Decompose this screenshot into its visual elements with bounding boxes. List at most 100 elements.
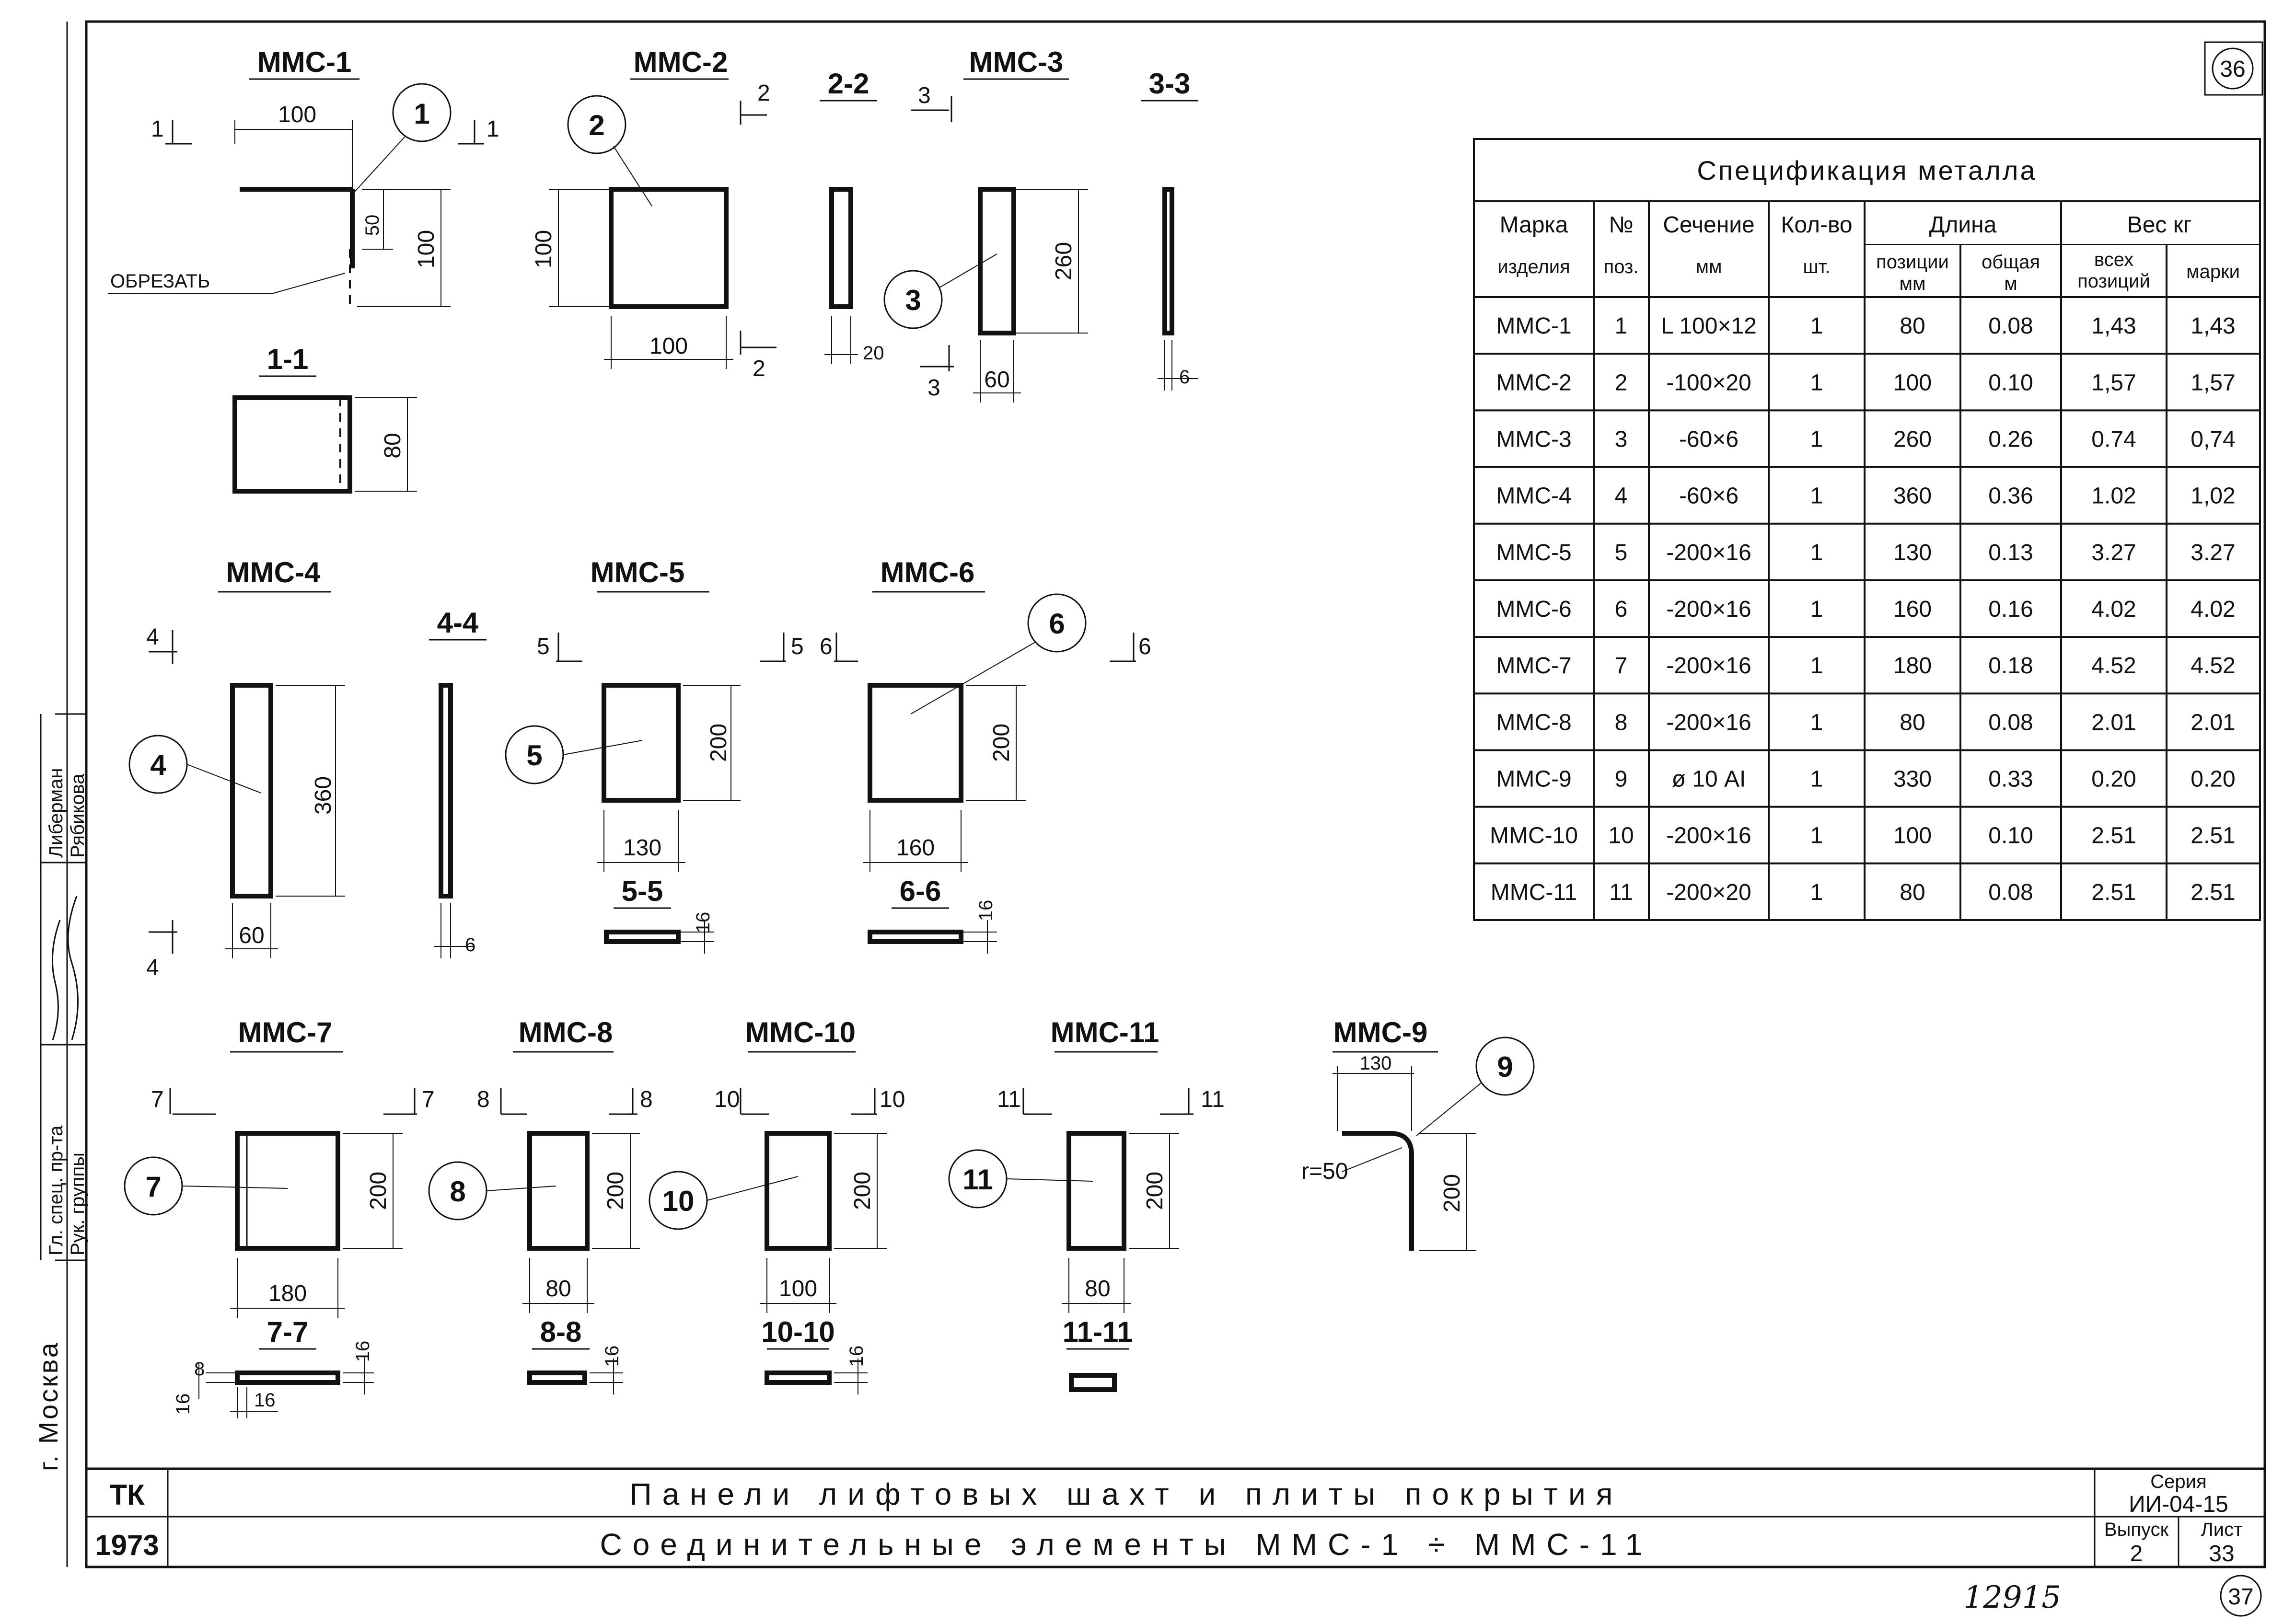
section-7-7: 7-7 16 8 16 16 xyxy=(173,1316,374,1418)
drawing-mms9: ММС-9 130 200 r=50 9 xyxy=(1301,1016,1535,1251)
table-cell-len-m: 0.08 xyxy=(1988,710,2033,735)
table-cell-len-mm: 260 xyxy=(1893,426,1932,452)
svg-text:6: 6 xyxy=(1179,367,1190,388)
svg-text:1: 1 xyxy=(414,98,429,130)
svg-text:100: 100 xyxy=(278,102,316,127)
svg-text:1: 1 xyxy=(151,116,164,142)
svg-text:4: 4 xyxy=(150,749,166,781)
table-cell-mark: ММС-11 xyxy=(1491,880,1577,905)
svg-text:200: 200 xyxy=(603,1172,628,1210)
table-cell-w-all: 2.51 xyxy=(2091,880,2136,905)
svg-text:16: 16 xyxy=(352,1341,373,1362)
section-5-5: 5-5 16 xyxy=(604,875,714,954)
table-cell-w-all: 2.01 xyxy=(2091,710,2136,735)
table-cell-w-mark: 1,57 xyxy=(2191,370,2235,395)
svg-text:м: м xyxy=(2004,273,2017,294)
svg-text:мм: мм xyxy=(1900,273,1926,294)
svg-text:2: 2 xyxy=(589,109,604,141)
svg-text:130: 130 xyxy=(1360,1053,1392,1074)
table-cell-w-all: 4.52 xyxy=(2091,653,2136,679)
svg-text:ММС-5: ММС-5 xyxy=(591,556,685,588)
svg-text:Вес кг: Вес кг xyxy=(2127,212,2192,238)
svg-text:изделия: изделия xyxy=(1497,256,1570,277)
table-cell-len-m: 0.16 xyxy=(1988,597,2033,622)
table-cell-mark: ММС-4 xyxy=(1496,484,1571,509)
table-cell-len-mm: 130 xyxy=(1893,540,1932,565)
drawing-mms7: ММС-7 7 7 200 180 7 xyxy=(124,1016,435,1318)
bottom-notes: 12915 37 xyxy=(1963,1575,2262,1617)
svg-text:всех: всех xyxy=(2094,249,2133,270)
section-2-2: 2-2 20 xyxy=(820,68,884,364)
svg-text:2: 2 xyxy=(757,81,770,106)
table-cell-pos: 6 xyxy=(1615,597,1628,622)
sheet-title: Соединительные элементы ММС-1 ÷ ММС-11 xyxy=(600,1527,1653,1562)
svg-text:9: 9 xyxy=(1497,1051,1513,1083)
series-value: ИИ-04-15 xyxy=(2129,1492,2228,1517)
stamp-role-2: Рук. группы xyxy=(67,1152,88,1255)
svg-text:3: 3 xyxy=(918,83,931,108)
svg-text:100: 100 xyxy=(531,230,556,268)
svg-text:16: 16 xyxy=(173,1394,194,1415)
circled-number: 37 xyxy=(2228,1584,2253,1610)
stamp-city: г. Москва xyxy=(33,1341,63,1471)
table-cell-pos: 5 xyxy=(1615,540,1628,565)
svg-text:80: 80 xyxy=(545,1276,571,1302)
table-cell-qty: 1 xyxy=(1810,653,1823,679)
svg-text:№: № xyxy=(1609,212,1634,238)
table-cell-len-mm: 100 xyxy=(1893,370,1932,395)
year-label: 1973 xyxy=(95,1529,159,1561)
project-title: Панели лифтовых шахт и плиты покрытия xyxy=(630,1477,1623,1511)
table-cell-w-all: 1,43 xyxy=(2091,313,2136,339)
table-cell-w-all: 1,57 xyxy=(2091,370,2136,395)
table-cell-qty: 1 xyxy=(1810,540,1823,565)
section-6-6: 6-6 16 xyxy=(868,875,997,954)
table-cell-qty: 1 xyxy=(1810,484,1823,509)
svg-text:10-10: 10-10 xyxy=(761,1316,835,1348)
org-label: ТК xyxy=(109,1479,145,1511)
spec-title: Спецификация металла xyxy=(1697,155,2037,185)
table-cell-w-mark: 4.52 xyxy=(2191,653,2235,679)
table-cell-len-m: 0.08 xyxy=(1988,313,2033,339)
svg-text:16: 16 xyxy=(693,912,714,933)
table-cell-mark: ММС-3 xyxy=(1496,426,1571,452)
table-cell-len-m: 0.26 xyxy=(1988,426,2033,452)
table-cell-qty: 1 xyxy=(1810,597,1823,622)
svg-text:1-1: 1-1 xyxy=(267,343,309,375)
table-cell-w-all: 0.20 xyxy=(2091,767,2136,792)
spec-table: Спецификация металла Марка изделия № поз… xyxy=(1473,138,2261,921)
table-cell-w-mark: 0,74 xyxy=(2191,426,2235,452)
table-cell-section: -200×16 xyxy=(1666,710,1751,735)
table-cell-mark: ММС-6 xyxy=(1496,597,1571,622)
section-4-4: 4-4 6 xyxy=(429,607,487,958)
issue-value: 2 xyxy=(2130,1541,2143,1566)
table-cell-len-mm: 80 xyxy=(1900,313,1925,339)
table-cell-section: -60×6 xyxy=(1679,426,1739,452)
svg-text:7-7: 7-7 xyxy=(267,1316,309,1348)
drawing-mms6: ММС-6 6 6 200 160 6 xyxy=(820,556,1151,872)
table-cell-section: -60×6 xyxy=(1679,484,1739,509)
svg-text:мм: мм xyxy=(1696,256,1722,277)
svg-text:2-2: 2-2 xyxy=(828,68,869,100)
table-cell-len-m: 0.33 xyxy=(1988,767,2033,792)
table-cell-mark: ММС-2 xyxy=(1496,370,1571,395)
svg-text:7: 7 xyxy=(145,1171,161,1203)
svg-text:Марка: Марка xyxy=(1500,212,1568,238)
stamp-name-1: Либерман xyxy=(46,768,67,858)
table-cell-pos: 9 xyxy=(1615,767,1628,792)
drawing-mms5: ММС-5 5 5 200 130 5 xyxy=(505,556,804,872)
table-cell-section: L 100×12 xyxy=(1661,313,1757,339)
archive-number: 12915 xyxy=(1963,1580,2061,1615)
stamp-name-2: Рябикова xyxy=(67,773,88,858)
stamp-role-1: Гл. спец. пр-та xyxy=(46,1125,67,1255)
drawing-mms10: ММС-10 10 10 200 100 10 xyxy=(649,1016,905,1313)
svg-text:10: 10 xyxy=(880,1087,905,1112)
svg-text:8-8: 8-8 xyxy=(540,1316,582,1348)
